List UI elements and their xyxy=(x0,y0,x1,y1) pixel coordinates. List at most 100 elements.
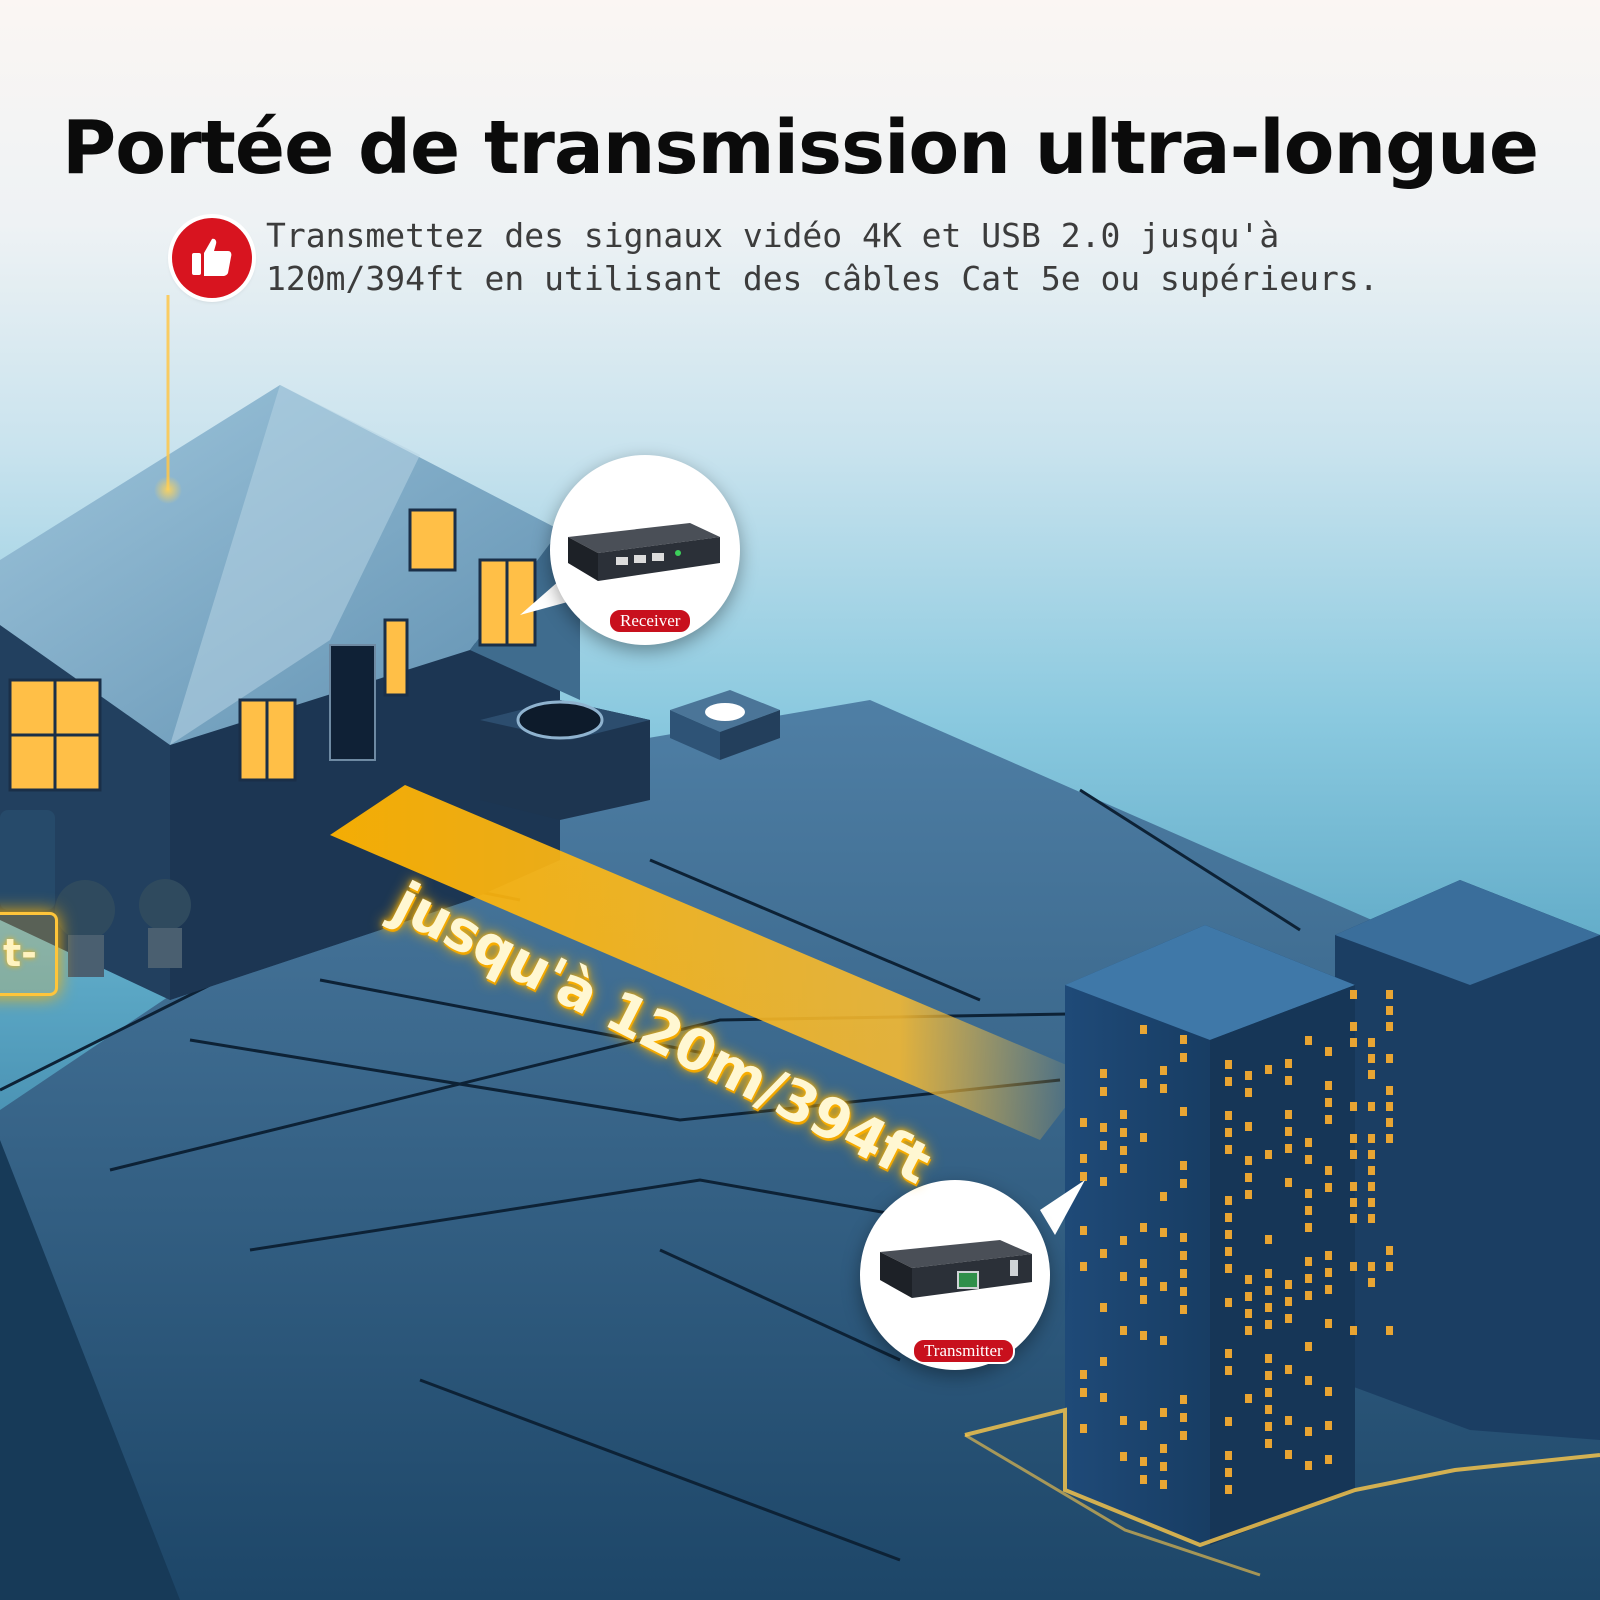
tower-window xyxy=(1368,1150,1375,1159)
transmitter-bubble-tail xyxy=(1040,1180,1085,1235)
tower-window xyxy=(1305,1138,1312,1147)
tower-window xyxy=(1305,1257,1312,1266)
tower-window xyxy=(1120,1326,1127,1335)
tower-window xyxy=(1350,1214,1357,1223)
tower-window xyxy=(1325,1387,1332,1396)
tower-window xyxy=(1285,1144,1292,1153)
tower-window xyxy=(1305,1342,1312,1351)
tower-window xyxy=(1225,1196,1232,1205)
tower-window xyxy=(1265,1405,1272,1414)
tower-window xyxy=(1180,1161,1187,1170)
tower-window xyxy=(1140,1025,1147,1034)
tower-window xyxy=(1225,1247,1232,1256)
tower-window xyxy=(1265,1269,1272,1278)
tower-window xyxy=(1305,1291,1312,1300)
tower-window xyxy=(1325,1098,1332,1107)
tower-window xyxy=(1160,1084,1167,1093)
description-line-1: Transmettez des signaux vidéo 4K et USB … xyxy=(266,216,1280,255)
tower-window xyxy=(1350,1198,1357,1207)
tower-window xyxy=(1325,1081,1332,1090)
tower-window xyxy=(1160,1336,1167,1345)
tower-window xyxy=(1140,1421,1147,1430)
tower-window xyxy=(1265,1150,1272,1159)
tower-window xyxy=(1285,1178,1292,1187)
tower-window xyxy=(1245,1071,1252,1080)
tower-window xyxy=(1350,1326,1357,1335)
tower-window xyxy=(1180,1395,1187,1404)
tower-window xyxy=(1120,1452,1127,1461)
tower-window xyxy=(1386,1262,1393,1271)
tower-window xyxy=(1180,1053,1187,1062)
tower-window xyxy=(1325,1166,1332,1175)
tower-window xyxy=(1080,1172,1087,1181)
tower-window xyxy=(1245,1309,1252,1318)
tower-window xyxy=(1180,1035,1187,1044)
tower-window xyxy=(1180,1305,1187,1314)
tower-window xyxy=(1120,1110,1127,1119)
tower-windows xyxy=(1080,990,1393,1494)
tower-window xyxy=(1120,1236,1127,1245)
tower-window xyxy=(1265,1371,1272,1380)
tower-window xyxy=(1180,1251,1187,1260)
tower-window xyxy=(1140,1133,1147,1142)
tower-window xyxy=(1368,1198,1375,1207)
tower-window xyxy=(1160,1228,1167,1237)
tower-window xyxy=(1265,1439,1272,1448)
tower-window xyxy=(1325,1047,1332,1056)
tower-window xyxy=(1386,1246,1393,1255)
tower-window xyxy=(1080,1226,1087,1235)
tower-window xyxy=(1305,1461,1312,1470)
tower-window xyxy=(1140,1331,1147,1340)
tower-window xyxy=(1305,1427,1312,1436)
tower-window xyxy=(1285,1280,1292,1289)
tower-window xyxy=(1100,1069,1107,1078)
tower-window xyxy=(1245,1275,1252,1284)
tower-window xyxy=(1140,1295,1147,1304)
tower-window xyxy=(1368,1278,1375,1287)
tower-window xyxy=(1225,1213,1232,1222)
tower-window xyxy=(1100,1393,1107,1402)
tower-window xyxy=(1325,1421,1332,1430)
tower-window xyxy=(1120,1416,1127,1425)
tower-window xyxy=(1180,1413,1187,1422)
tower-window xyxy=(1225,1298,1232,1307)
tower-window xyxy=(1285,1076,1292,1085)
tower-window xyxy=(1245,1156,1252,1165)
tower-window xyxy=(1386,1006,1393,1015)
tower-window xyxy=(1160,1462,1167,1471)
tower-window xyxy=(1160,1408,1167,1417)
tower-window xyxy=(1368,1054,1375,1063)
tower-window xyxy=(1285,1059,1292,1068)
tower-window xyxy=(1080,1388,1087,1397)
description-line-2: 120m/394ft en utilisant des câbles Cat 5… xyxy=(266,259,1379,298)
tower-window xyxy=(1386,1118,1393,1127)
tower-window xyxy=(1386,1054,1393,1063)
tower-window xyxy=(1325,1285,1332,1294)
tower-window xyxy=(1305,1155,1312,1164)
tower-window xyxy=(1120,1146,1127,1155)
tower-window xyxy=(1225,1417,1232,1426)
tower-window xyxy=(1368,1214,1375,1223)
tower-window xyxy=(1160,1282,1167,1291)
tower-window xyxy=(1245,1190,1252,1199)
tower-window xyxy=(1080,1154,1087,1163)
tower-window xyxy=(1350,1022,1357,1031)
tower-window xyxy=(1386,1134,1393,1143)
tower-window xyxy=(1160,1480,1167,1489)
tower-window xyxy=(1285,1365,1292,1374)
tower-window xyxy=(1100,1123,1107,1132)
tower-window xyxy=(1245,1088,1252,1097)
tower-window xyxy=(1265,1354,1272,1363)
tower-window xyxy=(1265,1388,1272,1397)
tower-window xyxy=(1325,1183,1332,1192)
tower-window xyxy=(1180,1269,1187,1278)
tower-window xyxy=(1120,1164,1127,1173)
range-beam xyxy=(330,785,1090,1140)
tower-window xyxy=(1245,1394,1252,1403)
receiver-label: Receiver xyxy=(608,608,693,634)
tower-window xyxy=(1120,1272,1127,1281)
description-text: Transmettez des signaux vidéo 4K et USB … xyxy=(266,214,1586,300)
tower-window xyxy=(1120,1128,1127,1137)
tower-window xyxy=(1225,1264,1232,1273)
